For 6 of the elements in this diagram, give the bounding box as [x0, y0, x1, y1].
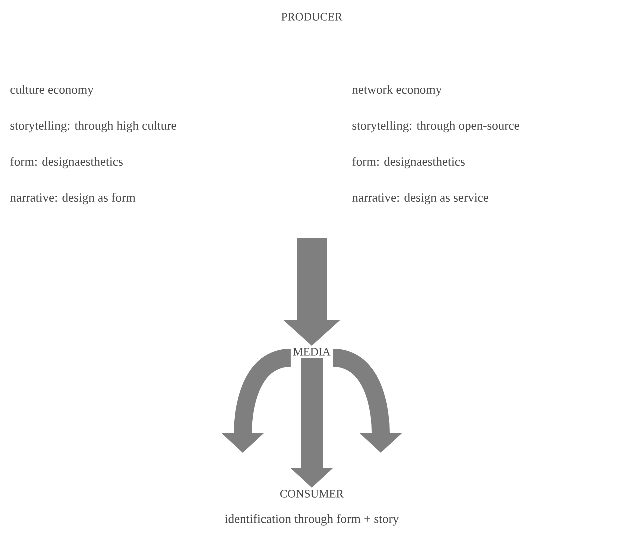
stage-label: CONSUMER [280, 490, 344, 498]
note-text: identification through form + story [225, 514, 400, 526]
stage-label: MEDIA [294, 348, 331, 356]
text-column: culture economy storytelling: through high culture form: designaesthetics narrative: design as form [10, 85, 176, 205]
text-column: network economy storytelling: through open-source form: designaesthetics narrative: design as service [352, 85, 520, 205]
heading: PRODUCER [282, 13, 343, 21]
